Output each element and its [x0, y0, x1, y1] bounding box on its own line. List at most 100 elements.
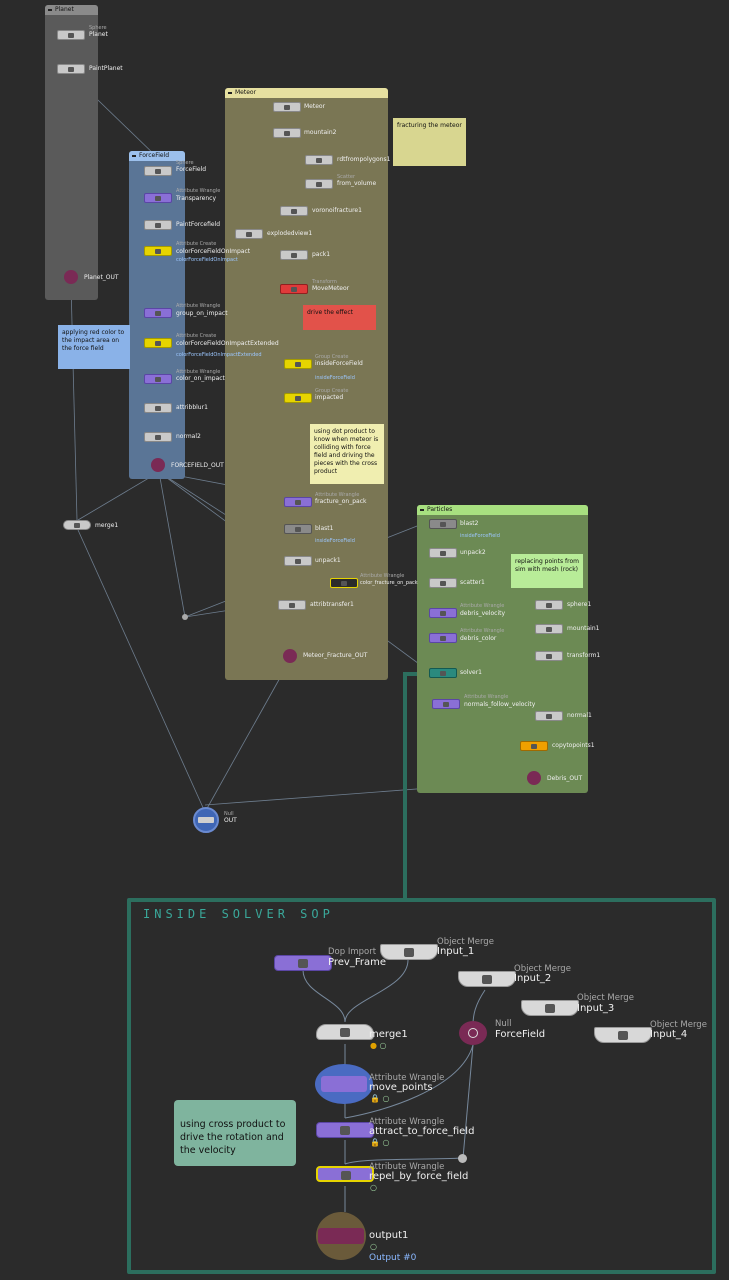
node-type: Sphere — [89, 25, 107, 31]
node-label: pack1 — [312, 251, 331, 258]
wire-dot[interactable] — [458, 1154, 467, 1163]
solver-node-repel[interactable] — [316, 1166, 374, 1182]
solver-node-move-points[interactable] — [315, 1064, 373, 1104]
node-group-on-impact[interactable] — [144, 308, 172, 318]
node-transform1[interactable] — [535, 651, 563, 661]
node-color-fracture-on-pack[interactable] — [330, 578, 358, 588]
node-transparency[interactable] — [144, 193, 172, 203]
node-paintforcefield[interactable] — [144, 220, 172, 230]
node-merge1[interactable] — [63, 520, 91, 530]
node-scatter1[interactable] — [429, 578, 457, 588]
solver-panel — [127, 898, 716, 1274]
node-explodedview1[interactable] — [235, 229, 263, 239]
solver-node-input-1[interactable] — [380, 944, 438, 960]
node-fracture-on-pack[interactable] — [284, 497, 312, 507]
node-copytopoints1[interactable] — [520, 741, 548, 751]
node-paintplanet[interactable] — [57, 64, 85, 74]
node-normal1[interactable] — [535, 711, 563, 721]
node-label: fracture_on_pack — [315, 498, 367, 505]
note-drive-effect[interactable]: drive the effect — [303, 305, 376, 330]
solver-node-merge1[interactable] — [316, 1024, 374, 1040]
solver-node-type: Attribute Wrangle — [369, 1117, 445, 1127]
node-normal2[interactable] — [144, 432, 172, 442]
node-colorforcefieldonimpact[interactable] — [144, 246, 172, 256]
node-sub: insideForceField — [315, 538, 355, 544]
node-debris-velocity[interactable] — [429, 608, 457, 618]
node-label: impacted — [315, 394, 344, 401]
node-planet-out[interactable] — [64, 270, 78, 284]
node-label: solver1 — [460, 669, 482, 676]
solver-node-attract[interactable] — [316, 1122, 374, 1138]
node-unpack1[interactable] — [284, 556, 312, 566]
node-label: transform1 — [567, 652, 601, 659]
node-meteor[interactable] — [273, 102, 301, 112]
solver-node-label: move_points — [369, 1082, 433, 1093]
node-out-body — [198, 817, 214, 823]
node-label: Debris_OUT — [547, 775, 583, 782]
node-type: Attribute Wrangle — [315, 492, 360, 498]
solver-node-prev-frame[interactable] — [274, 955, 332, 971]
node-insideforcefield[interactable] — [284, 359, 312, 369]
node-attribblur1[interactable] — [144, 403, 172, 413]
node-attribtransfer1[interactable] — [278, 600, 306, 610]
solver-node-label: attract_to_force_field — [369, 1126, 475, 1137]
node-forcefield[interactable] — [144, 166, 172, 176]
node-label: Meteor_Fracture_OUT — [303, 652, 368, 659]
node-blast1[interactable] — [284, 524, 312, 534]
solver-node-label: Input_2 — [514, 973, 552, 984]
node-type: Group Create — [315, 354, 349, 360]
node-solver1[interactable] — [429, 668, 457, 678]
wire-dot[interactable] — [182, 614, 188, 620]
node-label: FORCEFIELD_OUT — [171, 462, 224, 469]
node-debris-color[interactable] — [429, 633, 457, 643]
output-flags: ○ — [370, 1242, 377, 1251]
node-color-on-impact[interactable] — [144, 374, 172, 384]
solver-node-input-3[interactable] — [521, 1000, 579, 1016]
node-label: voronoifracture1 — [312, 207, 362, 214]
solver-node-type: Object Merge — [514, 964, 571, 974]
node-movemeteor[interactable] — [280, 284, 308, 294]
solver-node-output1[interactable] — [316, 1212, 366, 1260]
note-dot-product[interactable]: using dot product to know when meteor is… — [310, 424, 384, 484]
node-label: debris_color — [460, 635, 497, 642]
node-impacted[interactable] — [284, 393, 312, 403]
node-label: colorForceFieldOnImpact — [176, 248, 251, 255]
node-pack1[interactable] — [280, 250, 308, 260]
note-cross-product[interactable]: using cross product to drive the rotatio… — [174, 1100, 296, 1166]
node-voronoifracture1[interactable] — [280, 206, 308, 216]
solver-node-input-4[interactable] — [594, 1027, 652, 1043]
node-out[interactable] — [193, 807, 219, 833]
node-mountain2[interactable] — [273, 128, 301, 138]
note-red-color[interactable]: applying red color to the impact area on… — [58, 325, 130, 369]
solver-node-type: Null — [495, 1019, 512, 1029]
node-colorforcefieldonimpactextended[interactable] — [144, 338, 172, 348]
node-planet[interactable] — [57, 30, 85, 40]
node-debris-out[interactable] — [527, 771, 541, 785]
node-rdtfrompolygons1[interactable] — [305, 155, 333, 165]
node-label: insideForceField — [315, 360, 363, 367]
node-forcefield-out[interactable] — [151, 458, 165, 472]
note-replacing-points[interactable]: replacing points from sim with mesh (roc… — [511, 554, 583, 588]
particles-box-title: Particles — [417, 505, 588, 515]
planet-box-title: Planet — [45, 5, 98, 15]
note-fracturing[interactable]: fracturing the meteor — [393, 118, 466, 166]
node-label: scatter1 — [460, 579, 485, 586]
solver-node-input-2[interactable] — [458, 971, 516, 987]
output-body — [318, 1228, 364, 1244]
repel-flags: ○ — [370, 1183, 377, 1192]
node-meteor-fracture-out[interactable] — [283, 649, 297, 663]
planet-box[interactable]: Planet — [45, 5, 98, 300]
node-blast2[interactable] — [429, 519, 457, 529]
solver-node-forcefield[interactable] — [456, 1021, 490, 1045]
node-label: normal2 — [176, 433, 201, 440]
node-sphere1[interactable] — [535, 600, 563, 610]
node-normals-follow-velocity[interactable] — [432, 699, 460, 709]
node-mountain1[interactable] — [535, 624, 563, 634]
node-from-volume[interactable] — [305, 179, 333, 189]
node-type: Attribute Wrangle — [464, 694, 509, 700]
node-label: mountain2 — [304, 129, 337, 136]
node-unpack2[interactable] — [429, 548, 457, 558]
node-label: attribblur1 — [176, 404, 208, 411]
solver-node-label: merge1 — [369, 1029, 408, 1040]
